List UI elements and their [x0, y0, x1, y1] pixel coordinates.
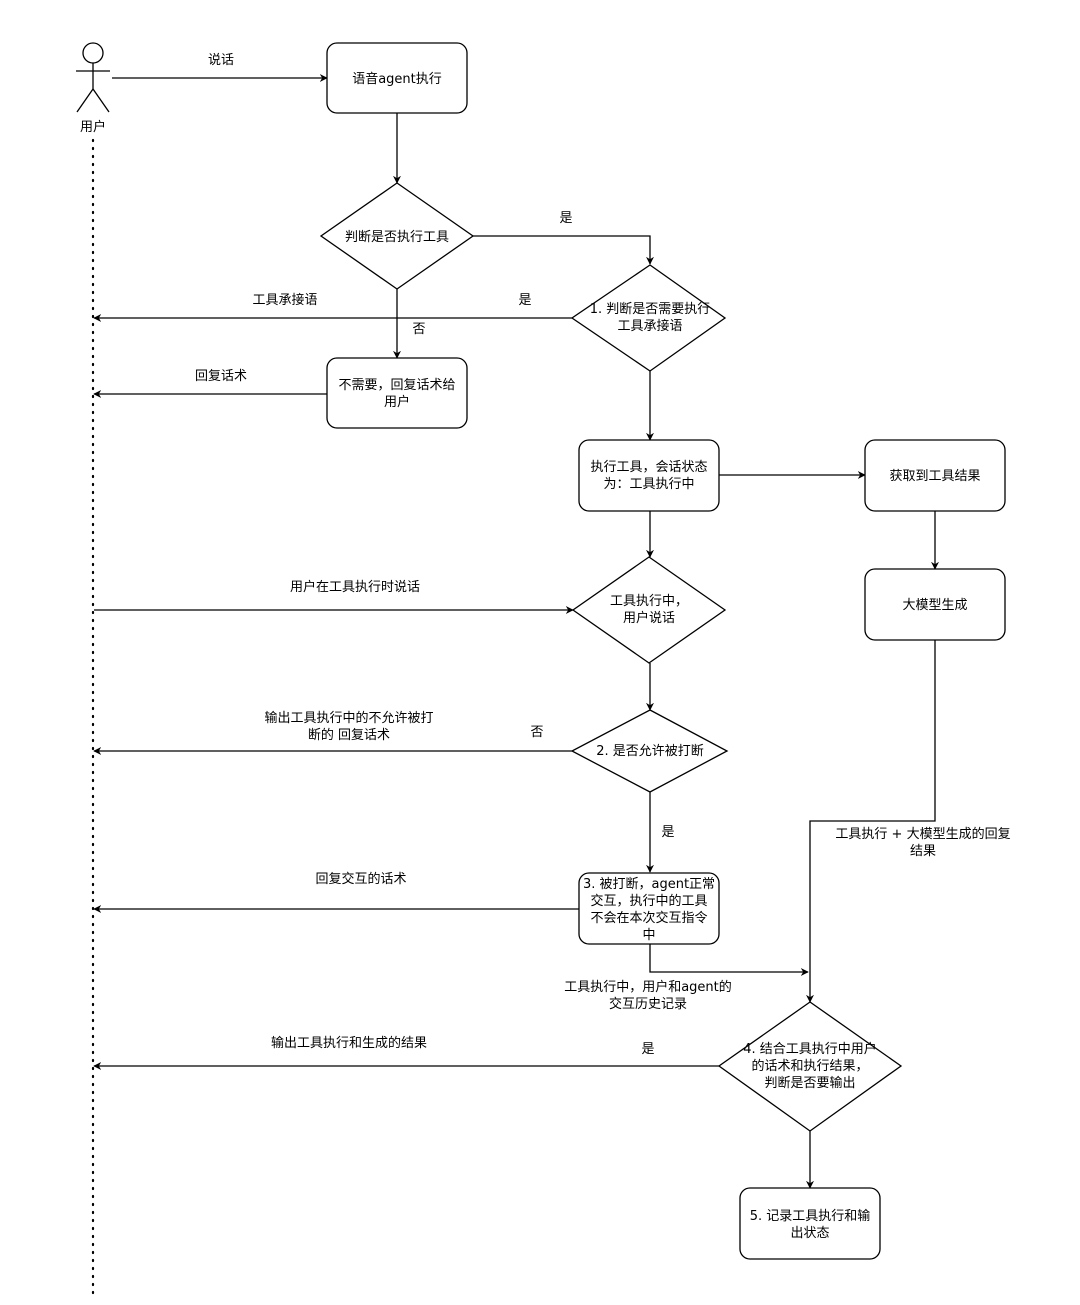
text-line: 判断是否要输出 [764, 1075, 855, 1091]
text-line: 出状态 [790, 1226, 829, 1241]
user-actor: 用户 [76, 42, 110, 135]
text-line: 1. 判断是否需要执行 [590, 302, 711, 317]
label-output-result: 输出工具执行和生成的结果 [271, 1035, 427, 1051]
label-history: 工具执行中，用户和agent的交互历史记录 [564, 979, 732, 1012]
node-combine-text: 4. 结合工具执行中用户的话术和执行结果，判断是否要输出 [743, 1041, 877, 1091]
node-exec-tool: 执行工具，会话状态为：工具执行中 [578, 439, 720, 512]
node-combine: 4. 结合工具执行中用户的话术和执行结果，判断是否要输出 [717, 1001, 903, 1132]
text-line: 判断是否执行工具 [345, 230, 449, 245]
label-no-interrupt-reply: 输出工具执行中的不允许被打断的 回复话术 [264, 710, 433, 743]
text-line: 中 [642, 928, 655, 943]
edge-llm-to-combine [806, 640, 936, 1003]
actor-left-leg [76, 88, 94, 113]
node-allow-interrupt: 2. 是否允许被打断 [570, 709, 729, 793]
text-line: 不需要，回复话术给 [338, 378, 455, 393]
node-decide-bridge-text: 1. 判断是否需要执行工具承接语 [590, 302, 711, 334]
node-decide-bridge: 1. 判断是否需要执行工具承接语 [570, 264, 727, 372]
text-line: 断的 回复话术 [308, 727, 390, 743]
label-no-1: 否 [412, 322, 425, 337]
text-line: 用户说话 [623, 610, 675, 626]
node-allow-interrupt-text: 2. 是否允许被打断 [596, 743, 704, 759]
text-line: 的话术和执行结果， [751, 1058, 868, 1074]
text-line: 语音agent执行 [352, 71, 442, 87]
label-speak: 说话 [208, 53, 234, 68]
text-line: 结果 [910, 844, 936, 859]
label-tool-llm-result: 工具执行 + 大模型生成的回复结果 [835, 826, 1010, 859]
text-line: 交互，执行中的工具 [590, 893, 707, 909]
label-no-2: 否 [530, 725, 543, 740]
text-line: 输出工具执行中的不允许被打 [264, 710, 433, 726]
text-line: 大模型生成 [902, 598, 967, 613]
actor-head [82, 42, 104, 64]
node-record-text: 5. 记录工具执行和输出状态 [750, 1208, 871, 1241]
label-yes-4: 是 [641, 1042, 654, 1057]
text-line: 5. 记录工具执行和输 [750, 1208, 871, 1224]
text-line: 2. 是否允许被打断 [596, 743, 704, 759]
node-no-need-reply-text: 不需要，回复话术给用户 [338, 378, 455, 410]
label-yes-1: 是 [559, 211, 572, 226]
edge-labels: 说话 是 否 工具承接语 是 回复话术 用户在工具执行时说话 输出工具执行中的不… [195, 53, 1011, 1057]
node-voice-agent-text: 语音agent执行 [352, 71, 442, 87]
label-user-speaks-during: 用户在工具执行时说话 [290, 579, 420, 595]
node-get-result: 获取到工具结果 [864, 439, 1006, 512]
edge-history [649, 944, 809, 976]
label-yes-3: 是 [661, 825, 674, 840]
label-interactive-reply: 回复交互的话术 [315, 871, 406, 887]
node-no-need-reply: 不需要，回复话术给用户 [326, 357, 468, 429]
text-line: 交互历史记录 [609, 996, 687, 1012]
node-interrupted: 3. 被打断，agent正常交互，执行中的工具不会在本次交互指令中 [578, 872, 720, 945]
edge-decide-yes [473, 235, 654, 265]
node-llm-generate-text: 大模型生成 [902, 598, 967, 613]
node-interrupted-text: 3. 被打断，agent正常交互，执行中的工具不会在本次交互指令中 [583, 877, 715, 943]
text-line: 为：工具执行中 [603, 477, 694, 492]
text-line: 工具执行 + 大模型生成的回复 [835, 826, 1010, 842]
connectors [93, 74, 939, 1189]
node-exec-tool-text: 执行工具，会话状态为：工具执行中 [590, 460, 707, 492]
node-get-result-text: 获取到工具结果 [889, 469, 980, 484]
node-decide-tool: 判断是否执行工具 [319, 182, 475, 290]
text-line: 4. 结合工具执行中用户 [743, 1041, 877, 1057]
text-line: 3. 被打断，agent正常 [583, 877, 715, 892]
text-line: 执行工具，会话状态 [590, 460, 707, 475]
text-line: 用户 [384, 394, 410, 410]
node-user-speaks-text: 工具执行中，用户说话 [610, 594, 688, 626]
node-decide-tool-text: 判断是否执行工具 [345, 230, 449, 245]
label-bridge-phrase: 工具承接语 [252, 292, 317, 308]
label-yes-2: 是 [518, 293, 531, 308]
label-reply-phrase: 回复话术 [195, 369, 247, 384]
node-record: 5. 记录工具执行和输出状态 [739, 1187, 881, 1260]
text-line: 工具执行中，用户和agent的 [564, 979, 732, 995]
text-line: 工具承接语 [617, 318, 682, 334]
node-llm-generate: 大模型生成 [864, 568, 1006, 641]
actor-label: 用户 [80, 119, 106, 135]
text-line: 工具执行中， [610, 594, 688, 609]
text-line: 不会在本次交互指令 [590, 910, 707, 926]
actor-right-leg [92, 88, 110, 113]
text-line: 获取到工具结果 [889, 469, 980, 484]
node-user-speaks: 工具执行中，用户说话 [571, 556, 727, 664]
node-voice-agent: 语音agent执行 [326, 42, 468, 114]
